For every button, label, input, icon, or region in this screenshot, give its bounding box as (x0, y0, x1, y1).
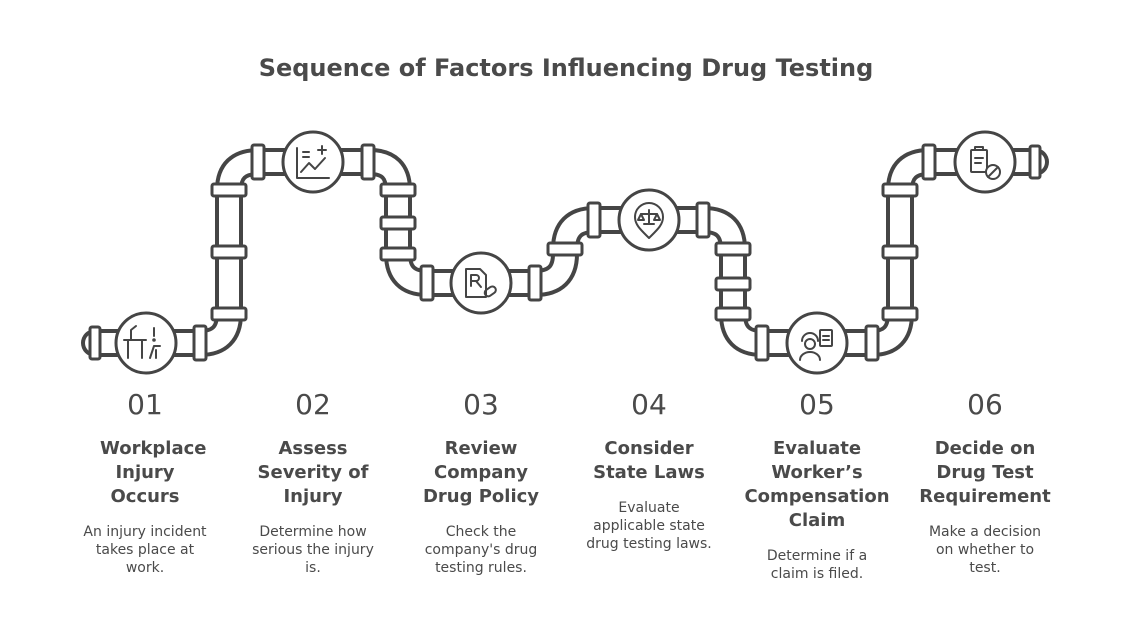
pipe-coupling (923, 145, 935, 179)
step-04: 04 Consider State Laws Evaluate applicab… (574, 388, 724, 553)
pipe-coupling (548, 243, 582, 255)
step-description: Evaluate applicable state drug testing l… (574, 499, 724, 553)
step-description: Determine how serious the injury is. (238, 523, 388, 577)
pipe-coupling (697, 203, 709, 237)
step-description: Make a decision on whether to test. (910, 523, 1060, 577)
worker-clipboard-icon (787, 313, 847, 373)
step-06: 06 Decide on Drug Test Requirement Make … (910, 388, 1060, 577)
step-heading: Assess Severity of Injury (238, 437, 388, 509)
step-number: 06 (910, 388, 1060, 421)
step-description: An injury incident takes place at work. (70, 523, 220, 577)
pipe-coupling (716, 308, 750, 320)
pipe-coupling (883, 308, 917, 320)
pipe-coupling (252, 145, 264, 179)
step-number: 03 (406, 388, 556, 421)
step-number: 04 (574, 388, 724, 421)
step-description: Determine if a claim is filed. (742, 547, 892, 583)
pipe-coupling (866, 326, 878, 360)
pipe-coupling (716, 243, 750, 255)
pipe-coupling (362, 145, 374, 179)
pipe-coupling (883, 246, 917, 258)
pipe-coupling (588, 203, 600, 237)
pipe-coupling (212, 246, 246, 258)
pipe-coupling (212, 308, 246, 320)
pipe-coupling (381, 184, 415, 196)
pipe-coupling (421, 266, 433, 300)
pipe-end-cap-left (90, 327, 100, 359)
pipe-coupling (883, 184, 917, 196)
pipe-coupling (716, 278, 750, 290)
medical-chart-icon (283, 132, 343, 192)
step-heading: Evaluate Worker’s Compensation Claim (742, 437, 892, 533)
step-number: 05 (742, 388, 892, 421)
prescription-icon (451, 253, 511, 313)
pipe-coupling (194, 326, 206, 360)
pipe-end-cap-right (1030, 146, 1040, 178)
step-01: 01 Workplace Injury Occurs An injury inc… (70, 388, 220, 577)
pipe-coupling (381, 248, 415, 260)
pipe-coupling (529, 266, 541, 300)
step-heading: Review Company Drug Policy (406, 437, 556, 509)
pipe-coupling (756, 326, 768, 360)
clipboard-prohibited-icon (955, 132, 1015, 192)
step-number: 02 (238, 388, 388, 421)
step-heading: Decide on Drug Test Requirement (910, 437, 1060, 509)
workplace-injury-icon (116, 313, 176, 373)
step-03: 03 Review Company Drug Policy Check the … (406, 388, 556, 577)
pipe-coupling (212, 184, 246, 196)
step-02: 02 Assess Severity of Injury Determine h… (238, 388, 388, 577)
step-05: 05 Evaluate Worker’s Compensation Claim … (742, 388, 892, 583)
step-heading: Workplace Injury Occurs (70, 437, 220, 509)
step-description: Check the company's drug testing rules. (406, 523, 556, 577)
pipe-coupling (381, 217, 415, 229)
step-heading: Consider State Laws (574, 437, 724, 485)
step-number: 01 (70, 388, 220, 421)
